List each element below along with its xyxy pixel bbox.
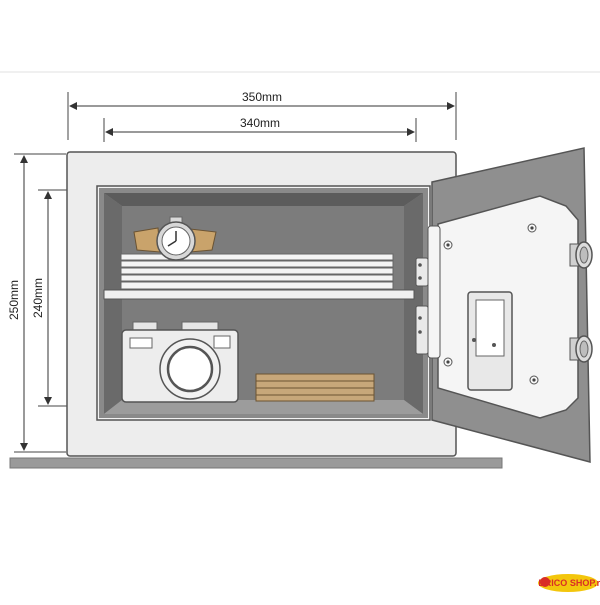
document-stack bbox=[255, 373, 375, 402]
safe-body bbox=[66, 151, 457, 457]
inner-width-label: 340mm bbox=[240, 116, 280, 130]
knob-icon bbox=[569, 241, 593, 363]
interior-right-wall bbox=[404, 193, 423, 414]
safe-door bbox=[427, 147, 593, 463]
outer-height-label: 250mm bbox=[7, 280, 21, 320]
dimension-inner-width: 340mm bbox=[103, 116, 417, 142]
interior-left-wall bbox=[104, 193, 122, 414]
dimension-outer-height: 250mm bbox=[7, 153, 66, 453]
interior-floor bbox=[104, 400, 423, 414]
paper-stack bbox=[120, 253, 394, 290]
bricoshop-watermark: BRICO SHOP.ro bbox=[538, 574, 600, 592]
watch-icon bbox=[133, 216, 217, 261]
floor-base bbox=[9, 457, 503, 469]
outer-width-label: 350mm bbox=[242, 90, 282, 104]
camera-icon bbox=[121, 321, 239, 403]
shelf bbox=[103, 289, 415, 300]
inner-height-label: 240mm bbox=[31, 278, 45, 318]
dimension-outer-width: 350mm bbox=[67, 90, 457, 140]
hinge-bottom bbox=[415, 305, 429, 355]
door-hinge-strip bbox=[427, 225, 441, 359]
keypad-icon bbox=[467, 291, 513, 391]
interior-ceiling bbox=[104, 193, 423, 206]
watermark-text: BRICO SHOP.ro bbox=[538, 578, 600, 588]
hinge-top bbox=[415, 257, 429, 287]
